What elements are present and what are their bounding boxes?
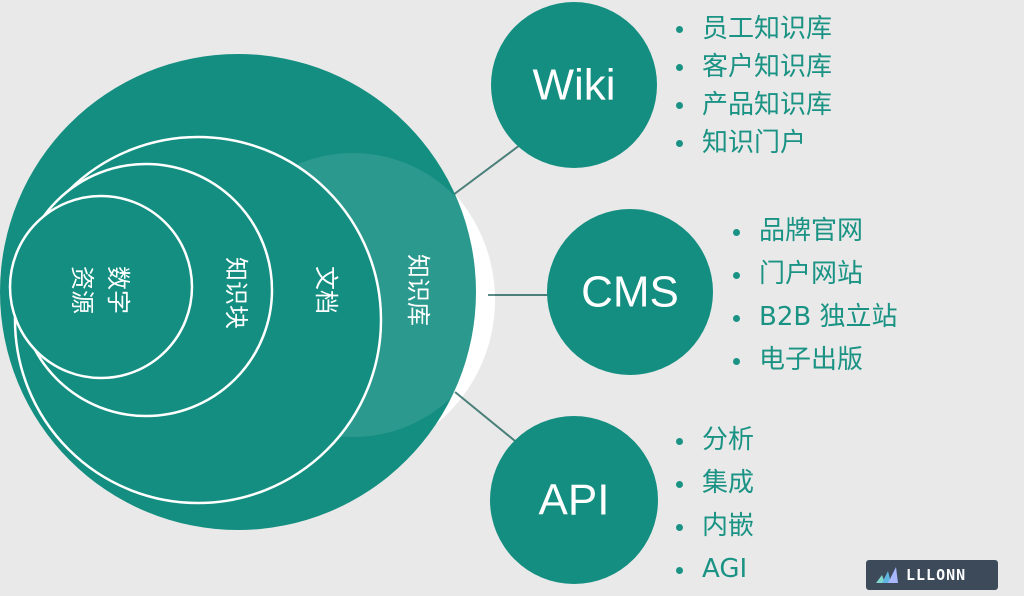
api-item: 分析 <box>674 419 754 462</box>
watermark-badge: LLLONN <box>866 560 998 590</box>
wiki-item-list: 员工知识库 客户知识库 产品知识库 知识门户 <box>674 10 832 162</box>
digital-resource-circle <box>8 194 194 380</box>
api-item: AGI <box>674 548 754 591</box>
connector-wiki <box>452 144 521 196</box>
label-digital: 数字 <box>104 266 132 314</box>
wiki-item: 知识门户 <box>674 124 832 162</box>
wiki-hub-label: Wiki <box>532 61 615 110</box>
cms-item-list: 品牌官网 门户网站 B2B 独立站 电子出版 <box>731 210 897 382</box>
cms-item: 门户网站 <box>731 253 897 296</box>
api-hub-label: API <box>539 476 610 525</box>
cms-hub-circle <box>547 209 713 375</box>
cms-item: 电子出版 <box>731 339 897 382</box>
cms-item: B2B 独立站 <box>731 296 897 339</box>
api-item: 内嵌 <box>674 505 754 548</box>
api-item-list: 分析 集成 内嵌 AGI <box>674 419 754 591</box>
api-item: 集成 <box>674 462 754 505</box>
watermark-text: LLLONN <box>906 566 967 584</box>
cms-item: 品牌官网 <box>731 210 897 253</box>
wiki-hub-circle <box>491 2 657 168</box>
connector-api <box>454 391 521 446</box>
cms-hub-label: CMS <box>581 268 679 317</box>
wiki-item: 员工知识库 <box>674 10 832 48</box>
label-document: 文档 <box>312 266 340 314</box>
api-hub-circle <box>490 416 658 584</box>
label-knowledge-block: 知识块 <box>222 257 250 329</box>
wiki-item: 产品知识库 <box>674 86 832 124</box>
watermark-logo-icon <box>876 567 898 583</box>
label-resource: 资源 <box>68 266 96 314</box>
wiki-item: 客户知识库 <box>674 48 832 86</box>
label-knowledge-base: 知识库 <box>404 254 432 326</box>
